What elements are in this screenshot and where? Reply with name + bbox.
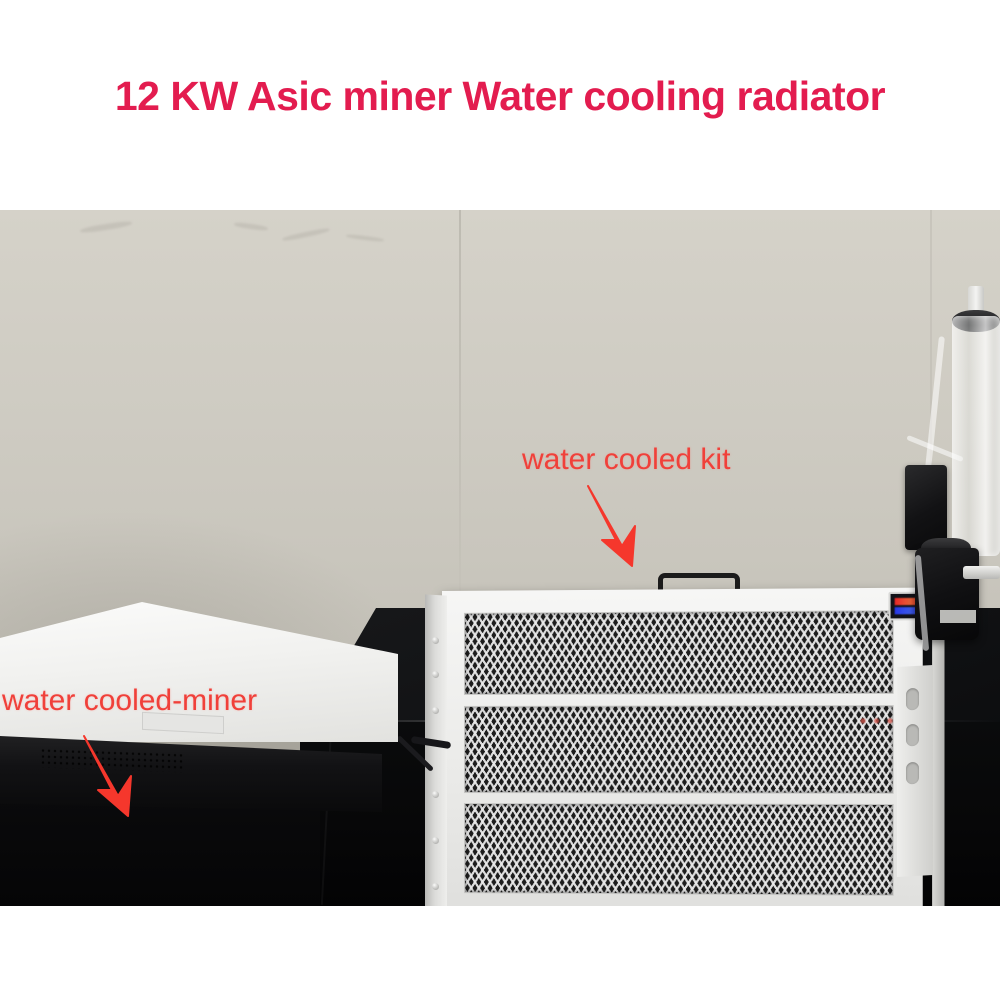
mounting-screw: [432, 706, 439, 715]
pump-mounting-bracket: [897, 665, 933, 877]
status-led: [860, 718, 866, 724]
status-led: [873, 718, 880, 724]
annotation-label-water-cooled-miner: water cooled-miner: [2, 684, 258, 717]
page-title: 12 KW Asic miner Water cooling radiator: [114, 73, 886, 119]
reservoir-neck: [968, 286, 984, 314]
pump-spec-label: [940, 610, 976, 623]
product-photo: water cooled kit water cooled-miner: [0, 210, 1000, 906]
radiator-right-edge: [932, 593, 945, 906]
wall-seam-right: [930, 210, 932, 540]
radiator-left-mounting-rail: [425, 594, 447, 906]
mounting-screw: [432, 670, 439, 679]
bracket-slot: [906, 687, 919, 711]
bracket-slot: [906, 723, 919, 747]
radiator-grille-panel-3: [463, 803, 894, 896]
carry-handle[interactable]: [658, 573, 740, 598]
radiator-front-panel: [442, 587, 945, 906]
pump-hose-fitting: [963, 566, 1000, 579]
title-band: 12 KW Asic miner Water cooling radiator: [0, 0, 1000, 210]
mounting-screw: [432, 636, 439, 645]
coolant-reservoir: [952, 316, 1000, 556]
annotation-arrow-water-cooled-kit: [587, 485, 636, 567]
mounting-screw: [432, 790, 439, 799]
status-led: [887, 718, 893, 724]
radiator-grille-panel-2: [463, 705, 894, 794]
mounting-screw: [432, 836, 439, 845]
annotation-arrow-water-cooled-miner: [83, 735, 132, 817]
mounting-screw: [432, 882, 439, 891]
bracket-slot: [906, 761, 919, 785]
pump-controller-box: [905, 465, 947, 550]
radiator-grille-panel-1: [463, 610, 894, 695]
annotation-label-water-cooled-kit: water cooled kit: [522, 443, 731, 476]
wall-seam: [459, 210, 461, 670]
